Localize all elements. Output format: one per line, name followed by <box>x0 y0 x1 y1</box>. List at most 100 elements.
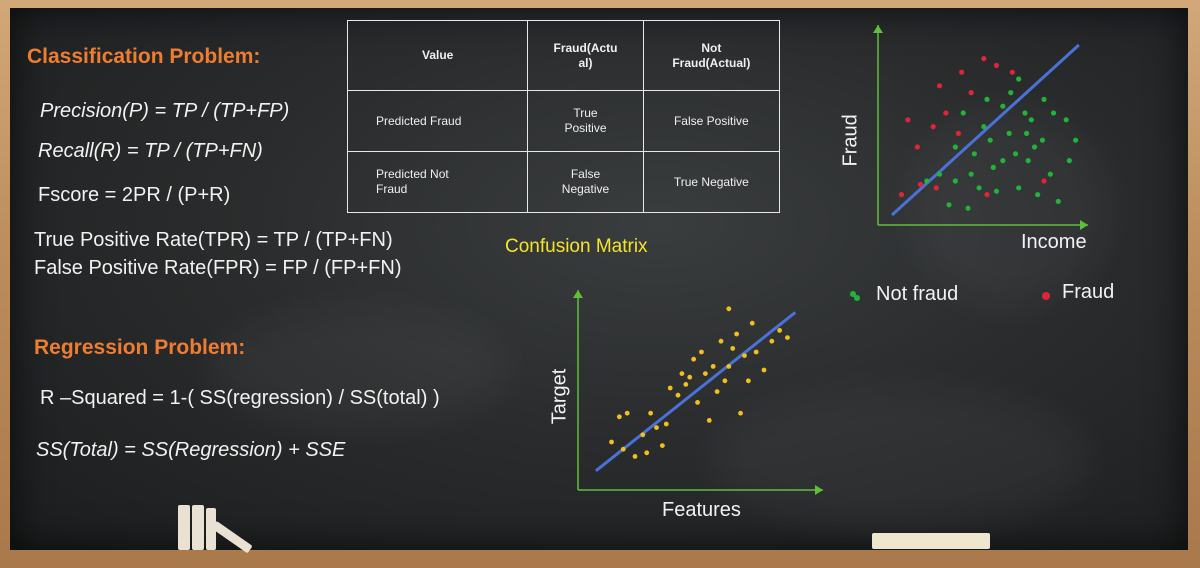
regression-point <box>706 418 712 423</box>
not-fraud-point <box>1016 185 1022 191</box>
fraud-point <box>905 117 911 123</box>
cm-cell: Predicted Not Fraud <box>346 151 529 213</box>
confusion-matrix-table: Value Fraud(Actu al) Not Fraud(Actual) P… <box>346 20 781 213</box>
regression-scatter-plot <box>573 290 823 495</box>
not-fraud-point <box>1066 158 1072 164</box>
cm-true-negative: True Negative <box>673 174 749 189</box>
not-fraud-point <box>993 188 1000 194</box>
regression-point <box>654 425 659 430</box>
regression-heading: Regression Problem: <box>34 336 246 359</box>
not-fraud-point <box>1039 137 1046 143</box>
regression-point <box>667 385 673 391</box>
cm-row: Predicted Fraud True Positive False Posi… <box>346 90 781 152</box>
not-fraud-point <box>1012 151 1019 157</box>
regression-point <box>644 450 650 456</box>
not-fraud-point <box>987 137 993 143</box>
fraud-regression-line <box>890 43 1080 217</box>
not-fraud-point <box>1016 76 1022 82</box>
fscore-formula: Fscore = 2PR / (P+R) <box>38 184 231 206</box>
not-fraud-point <box>1000 103 1006 109</box>
chalk-piece <box>206 508 216 550</box>
not-fraud-point <box>1008 90 1014 96</box>
regression-point <box>738 410 743 416</box>
fraud-point <box>943 110 949 116</box>
chalk-piece <box>178 505 190 550</box>
fraud-point <box>1009 69 1015 75</box>
y-axis-arrow-icon <box>573 290 583 298</box>
regression-point <box>620 446 626 452</box>
regression-point <box>632 454 638 459</box>
cm-cell: True Negative <box>642 151 781 213</box>
cm-header-cell: Value <box>346 20 529 91</box>
cm-true-positive: True Positive <box>564 106 607 135</box>
not-fraud-point <box>1028 117 1034 123</box>
classification-heading: Classification Problem: <box>27 45 261 68</box>
regression-point <box>691 356 697 362</box>
fraud-point <box>917 181 924 187</box>
regression-point <box>679 371 685 376</box>
fraud-point <box>959 69 965 75</box>
regression-point <box>699 349 704 355</box>
fraud-point <box>914 144 920 150</box>
not-fraud-marker-icon <box>850 290 860 301</box>
fraud-plot-xlabel: Income <box>1021 231 1087 253</box>
x-axis-arrow-icon <box>815 485 823 495</box>
cm-false-positive: False Positive <box>673 113 749 128</box>
cm-cell: False Negative <box>527 151 644 213</box>
regression-line <box>594 311 797 472</box>
not-fraud-point <box>936 171 943 177</box>
cm-false-negative: False Negative <box>561 167 610 196</box>
not-fraud-point <box>984 96 990 102</box>
regression-plot-xlabel: Features <box>662 499 741 521</box>
not-fraud-point <box>1063 117 1069 123</box>
not-fraud-point <box>1041 96 1047 102</box>
not-fraud-point <box>965 205 971 211</box>
confusion-matrix-title: Confusion Matrix <box>505 236 648 257</box>
regression-point <box>695 400 700 405</box>
regression-point <box>675 392 681 398</box>
cm-header-value: Value <box>421 48 454 62</box>
not-fraud-point <box>971 151 977 157</box>
regression-point <box>640 432 646 438</box>
tpr-formula: True Positive Rate(TPR) = TP / (TP+FN) <box>34 229 393 251</box>
regression-point <box>777 328 783 333</box>
fraud-point <box>993 62 1000 68</box>
not-fraud-point <box>1031 144 1038 150</box>
fpr-formula: False Positive Rate(FPR) = FP / (FP+FN) <box>34 257 402 279</box>
not-fraud-point <box>960 110 966 116</box>
not-fraud-point <box>1025 158 1031 164</box>
chalk-eraser <box>872 533 990 549</box>
not-fraud-point <box>1022 110 1028 116</box>
regression-point <box>624 410 630 416</box>
not-fraud-point <box>952 144 958 150</box>
regression-point <box>663 421 669 427</box>
regression-point <box>609 439 614 445</box>
fraud-point <box>1041 178 1047 184</box>
rsquared-formula: R –Squared = 1-( SS(regression) / SS(tot… <box>40 387 440 409</box>
regression-point <box>687 374 693 380</box>
fraud-point <box>933 185 939 191</box>
regression-point <box>761 367 767 373</box>
legend-fraud-label: Fraud <box>1062 281 1115 303</box>
regression-point <box>726 306 732 312</box>
regression-point <box>714 389 720 394</box>
regression-point <box>659 443 665 448</box>
cm-predicted-fraud: Predicted Fraud <box>376 113 462 128</box>
cm-cell: False Positive <box>642 90 781 152</box>
cm-cell: Predicted Fraud <box>346 90 529 152</box>
fraud-point <box>936 83 943 89</box>
cm-cell: True Positive <box>527 90 644 152</box>
regression-point <box>734 331 740 337</box>
not-fraud-point <box>968 171 974 177</box>
regression-point <box>683 382 689 387</box>
legend-fraud: Fraud <box>1040 281 1114 304</box>
x-axis-arrow-icon <box>1080 220 1088 230</box>
y-axis-arrow-icon <box>873 25 883 33</box>
legend-not-fraud-label: Not fraud <box>876 283 959 305</box>
regression-point <box>745 378 751 384</box>
fraud-scatter-plot <box>873 25 1088 230</box>
not-fraud-point <box>952 178 958 184</box>
not-fraud-point <box>1023 130 1030 136</box>
regression-point <box>616 414 622 420</box>
regression-point <box>769 338 775 344</box>
